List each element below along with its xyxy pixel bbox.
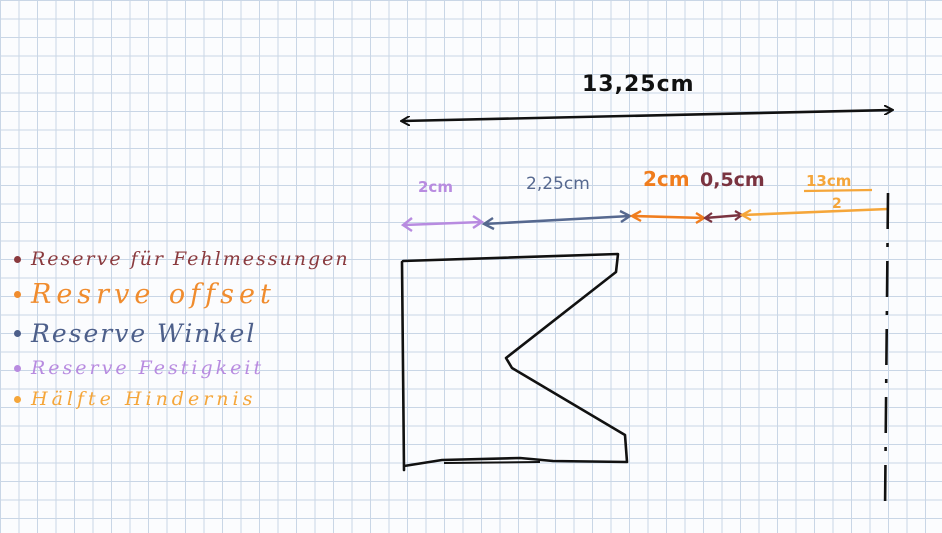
- legend-item-offset: Resrve offset: [14, 279, 350, 310]
- bullet-icon: [14, 330, 21, 337]
- reserve-offset-dimension: [631, 214, 705, 220]
- bullet-icon: [14, 364, 21, 372]
- reserve-fehlmessungen-label: 0,5cm: [700, 169, 765, 191]
- reserve-offset-label: 2cm: [643, 167, 690, 191]
- fraction-bar: [803, 188, 873, 193]
- arrowhead-left: [400, 217, 413, 232]
- total-width-label: 13,25cm: [582, 72, 695, 97]
- reserve-winkel-label: 2,25cm: [526, 174, 590, 194]
- bullet-icon: [14, 291, 21, 298]
- haelfte-hindernis-numerator: 13cm: [806, 172, 851, 190]
- legend-label: Reserve Winkel: [31, 319, 257, 348]
- arrowhead-left: [629, 209, 642, 223]
- bullet-icon: [14, 255, 21, 263]
- arrowhead-right: [472, 215, 485, 229]
- legend-item-hindernis: Hälfte Hindernis: [14, 388, 350, 410]
- arrowhead-left: [739, 208, 752, 222]
- legend-label: Reserve Festigkeit: [31, 357, 265, 379]
- arrowhead-left: [702, 212, 713, 223]
- reserve-fehlmessungen-dimension: [704, 213, 743, 220]
- legend: Reserve für Fehlmessungen Resrve offset …: [14, 248, 350, 410]
- legend-item-fehlmessungen: Reserve für Fehlmessungen: [14, 248, 350, 270]
- total-width-arrow: [402, 110, 892, 121]
- haelfte-hindernis-denominator: 2: [832, 196, 842, 212]
- legend-label: Resrve offset: [31, 279, 276, 310]
- haelfte-hindernis-dimension: [741, 207, 889, 217]
- arrowhead-left: [481, 217, 495, 231]
- bullet-icon: [14, 395, 21, 403]
- reserve-festigkeit-label: 2cm: [418, 178, 453, 196]
- obstacle-shape: [400, 252, 629, 472]
- reserve-festigkeit-dimension: [403, 220, 483, 227]
- center-line: [883, 192, 890, 513]
- legend-label: Reserve für Fehlmessungen: [31, 248, 350, 270]
- legend-item-festigkeit: Reserve Festigkeit: [14, 357, 350, 379]
- shape-baseline-stroke: [443, 461, 541, 464]
- legend-label: Hälfte Hindernis: [31, 388, 257, 410]
- reserve-winkel-dimension: [483, 214, 631, 226]
- legend-item-winkel: Reserve Winkel: [14, 319, 350, 348]
